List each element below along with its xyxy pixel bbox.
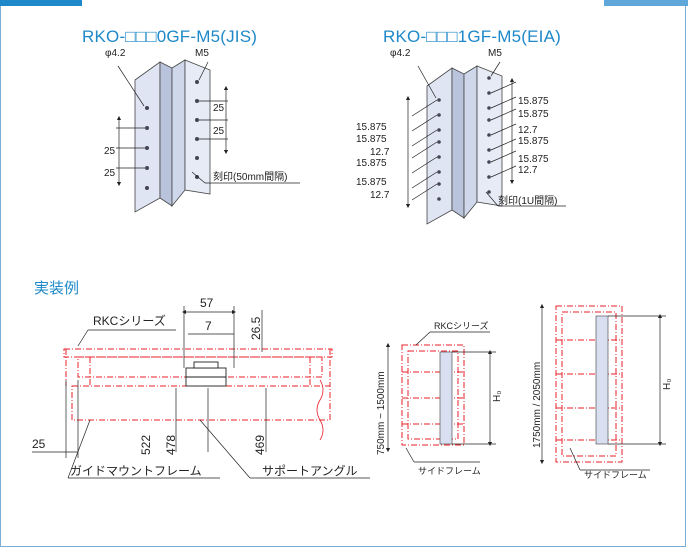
eia-title: RKO-□□□1GF-M5(EIA) [383,27,561,46]
side-view-2-height-label: 1750mm / 2050mm [532,362,543,448]
side-view-1-rkc-label: RKCシリーズ [434,320,489,331]
eia-left-pitch-1: 15.875 [356,134,387,145]
eia-right-pitch-3: 15.875 [518,136,549,147]
eia-right-pitch-0: 15.875 [518,96,549,107]
side-view-1-h0-label: H₀ [492,391,503,402]
side-view-1-dims [385,331,496,463]
side-view-1-frame [401,344,465,446]
dim-478-label: 478 [164,435,178,455]
dim-7-label: 7 [205,319,212,333]
eia-left-pitch-3: 15.875 [356,158,387,169]
side-view-2-dims [539,303,666,471]
jis-pitch-right-1: 25 [213,103,225,114]
jis-hole-dia-label: φ4.2 [105,48,126,59]
eia-marking-label: 刻印(1U間隔) [498,194,557,207]
eia-dimension-lines [405,61,566,209]
side-view-1-rack [439,351,453,445]
example-dimension-lines [32,306,370,479]
eia-left-pitch-0: 15.875 [356,122,387,133]
eia-right-pitch-2: 12.7 [518,125,538,136]
eia-left-pitch-4: 15.875 [356,177,387,188]
jis-pitch-left-1: 25 [104,146,116,157]
jis-screw-label: M5 [195,48,209,59]
side-view-1-height-label: 750mm ~ 1500mm [376,371,387,455]
jis-rail-part [134,59,211,213]
side-view-2-h0-label: H₀ [662,379,673,390]
guide-frame-label: ガイドマウントフレーム [70,464,202,478]
header-tab-right [604,0,688,6]
support-angle-label: サポートアングル [262,464,358,478]
eia-right-pitch-4: 15.875 [518,154,549,165]
side-view-1-frame-label: サイドフレーム [418,466,481,476]
eia-left-pitch-5: 12.7 [370,190,390,201]
jis-pitch-right-2: 25 [213,126,225,137]
eia-right-pitch-1: 15.875 [518,109,549,120]
header-tab-left [0,0,82,6]
side-view-2-frame [555,305,623,463]
dim-25-label: 25 [32,437,46,451]
eia-rail-part [426,65,503,225]
section-title-example: 実装例 [34,280,80,297]
jis-pitch-left-2: 25 [104,168,116,179]
dim-522-label: 522 [139,435,153,455]
jis-dimension-lines [116,61,300,187]
example-support-angle-block [185,361,227,387]
example-cable [316,379,324,441]
dim-469-label: 469 [253,435,267,455]
jis-marking-label: 刻印(50mm間隔) [213,170,287,183]
content-frame [0,6,686,547]
side-view-2-frame-label: サイドフレーム [584,470,647,480]
jis-title: RKO-□□□0GF-M5(JIS) [82,27,258,46]
dim-57-label: 57 [200,296,214,310]
eia-screw-label: M5 [488,48,502,59]
eia-left-pitch-2: 12.7 [370,147,390,158]
side-view-2-rack [595,315,609,445]
eia-right-pitch-5: 12.7 [518,165,538,176]
dim-265-label: 26.5 [249,316,263,340]
example-rkc-label: RKCシリーズ [93,313,166,328]
eia-hole-dia-label: φ4.2 [390,48,411,59]
